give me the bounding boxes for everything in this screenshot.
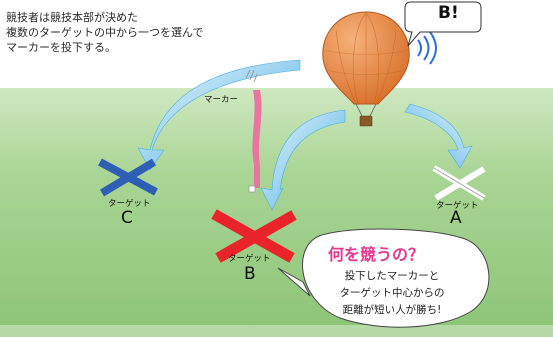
question-title: 何を競うの？: [328, 245, 425, 264]
balloon-speech-bubble: [404, 1, 482, 47]
answer-speech-bubble: [277, 228, 490, 328]
marker-motion-lines: [245, 69, 258, 83]
hot-air-balloon: [322, 11, 410, 127]
marker-weight: [248, 185, 256, 193]
target-c-label: ターゲット: [108, 199, 151, 209]
marker-label: マーカー: [204, 95, 239, 105]
target-a-cross: [432, 165, 486, 201]
marker-ribbon: [252, 90, 262, 188]
arrow-to-target-c: [137, 59, 301, 171]
target-b-cross: [211, 209, 297, 263]
target-c-letter: C: [121, 208, 133, 228]
target-a-letter: A: [450, 208, 462, 228]
sound-waves-icon: [417, 31, 437, 65]
target-a-label: ターゲット: [436, 201, 479, 211]
target-b-letter: B: [244, 264, 256, 284]
intro-description: 競技者は競技本部が決めた 複数のターゲットの中から一つを選んで マーカーを投下す…: [6, 11, 204, 54]
bottom-edge: [0, 325, 553, 337]
answer-text: 投下したマーカーと ターゲット中心からの 距離が短い人が勝ち!: [339, 270, 445, 316]
target-b-label: ターゲット: [228, 254, 271, 264]
target-c-cross: [98, 158, 158, 197]
arrow-to-target-a: [404, 103, 473, 169]
arrow-to-target-b: [260, 109, 346, 211]
balloon-speech-text: B!: [438, 3, 459, 23]
